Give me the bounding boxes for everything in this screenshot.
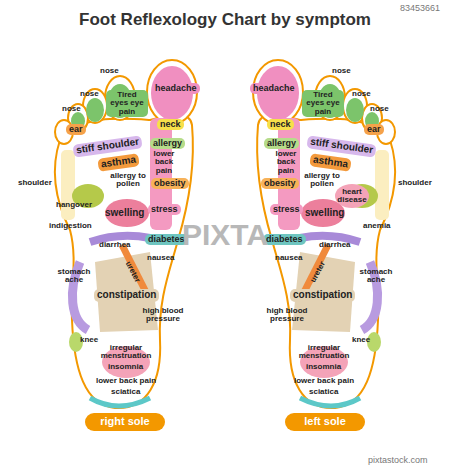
zone-label: anemia (363, 222, 391, 230)
zone-label: obesity (154, 179, 186, 188)
zone-box: stress (148, 204, 181, 215)
watermark: 83453661 (400, 4, 440, 13)
zone-label: allergy to pollen (110, 172, 146, 189)
heart-zone (335, 184, 369, 208)
zone-label: headache (155, 84, 197, 93)
zone-box: ear (66, 124, 86, 135)
zone-box: constipation (94, 289, 159, 302)
zone-label: shoulder (398, 179, 432, 187)
zone-label: insomnia (108, 363, 143, 371)
zone-label: lower back pain (294, 377, 354, 385)
zone-label: nose (62, 105, 81, 113)
zone-label: nose (100, 67, 119, 75)
zone-label: stress (273, 205, 300, 214)
watermark: pixtastock.com (368, 456, 428, 465)
zone-label: irregular menstruation (294, 344, 354, 361)
zone-label: swelling (305, 208, 344, 219)
zone-label: constipation (97, 290, 156, 301)
zone-label: stomach ache (357, 268, 395, 285)
zone-label: sciatica (111, 388, 140, 396)
zone-label: nose (370, 105, 389, 113)
zone-label: lower back pain (96, 377, 156, 385)
zone-box: left sole (285, 413, 365, 431)
zone-label: nose (80, 90, 99, 98)
zone-label: right sole (91, 416, 159, 428)
zone-label: neck (160, 120, 181, 129)
zone-label: indigestion (49, 222, 92, 230)
zone-label: allergy (267, 139, 296, 148)
zone-label: high blood pressure (140, 307, 186, 324)
zone-label: knee (352, 336, 370, 344)
zone-label: stomach ache (55, 268, 93, 285)
zone-label: knee (80, 336, 98, 344)
chart-title: Foot Reflexology Chart by symptom (0, 10, 450, 30)
watermark: PIXTA (182, 219, 268, 251)
zone-label: nausea (147, 254, 175, 262)
zone-label: Tired eyes eye pain (109, 91, 145, 116)
zone-label: diabetes (148, 235, 185, 244)
zone-label: nose (332, 67, 351, 75)
zone-box: allergy (264, 138, 299, 149)
zone-label: nose (352, 90, 371, 98)
zone-box: diabetes (145, 234, 188, 245)
right-foot (55, 60, 197, 408)
zone-label: diarrhea (319, 241, 351, 249)
zone-label: irregular menstruation (96, 344, 156, 361)
zone-label: heart disease (335, 188, 369, 205)
zone-label: shoulder (18, 179, 52, 187)
zone-label: left sole (291, 416, 359, 428)
zone-label: ear (367, 125, 381, 134)
zone-box: stress (270, 204, 303, 215)
zone-label: stress (151, 205, 178, 214)
zone-box: constipation (290, 289, 355, 302)
zone-label: allergy (153, 139, 182, 148)
zone-box: diabetes (263, 234, 306, 245)
zone-label: nausea (275, 254, 303, 262)
zone-label: hangover (56, 201, 92, 209)
zone-label: diarrhea (99, 241, 131, 249)
zone-label: insomnia (306, 363, 341, 371)
zone-box: neck (267, 119, 294, 130)
zone-label: diabetes (266, 235, 303, 244)
zone-label: Tired eyes eye pain (305, 91, 341, 116)
zone-label: allergy to pollen (304, 172, 340, 189)
zone-box: right sole (85, 413, 165, 431)
zone-label: ear (69, 125, 83, 134)
zone-label: lower back pain (269, 150, 303, 175)
zone-box: allergy (150, 138, 185, 149)
zone-label: swelling (105, 208, 144, 219)
zone-box: Tired eyes eye pain (106, 90, 148, 117)
zone-label: headache (253, 84, 295, 93)
left-foot (253, 60, 395, 408)
zone-box: obesity (151, 178, 189, 189)
zone-box: ear (364, 124, 384, 135)
zone-box: neck (157, 119, 184, 130)
zone-label: high blood pressure (264, 307, 310, 324)
zone-label: lower back pain (147, 150, 181, 175)
zone-label: constipation (293, 290, 352, 301)
zone-box: headache (250, 83, 298, 94)
zone-label: neck (270, 120, 291, 129)
zone-box: Tired eyes eye pain (302, 90, 344, 117)
zone-box: headache (152, 83, 200, 94)
zone-box: obesity (261, 178, 299, 189)
zone-label: sciatica (309, 388, 338, 396)
zone-label: obesity (264, 179, 296, 188)
